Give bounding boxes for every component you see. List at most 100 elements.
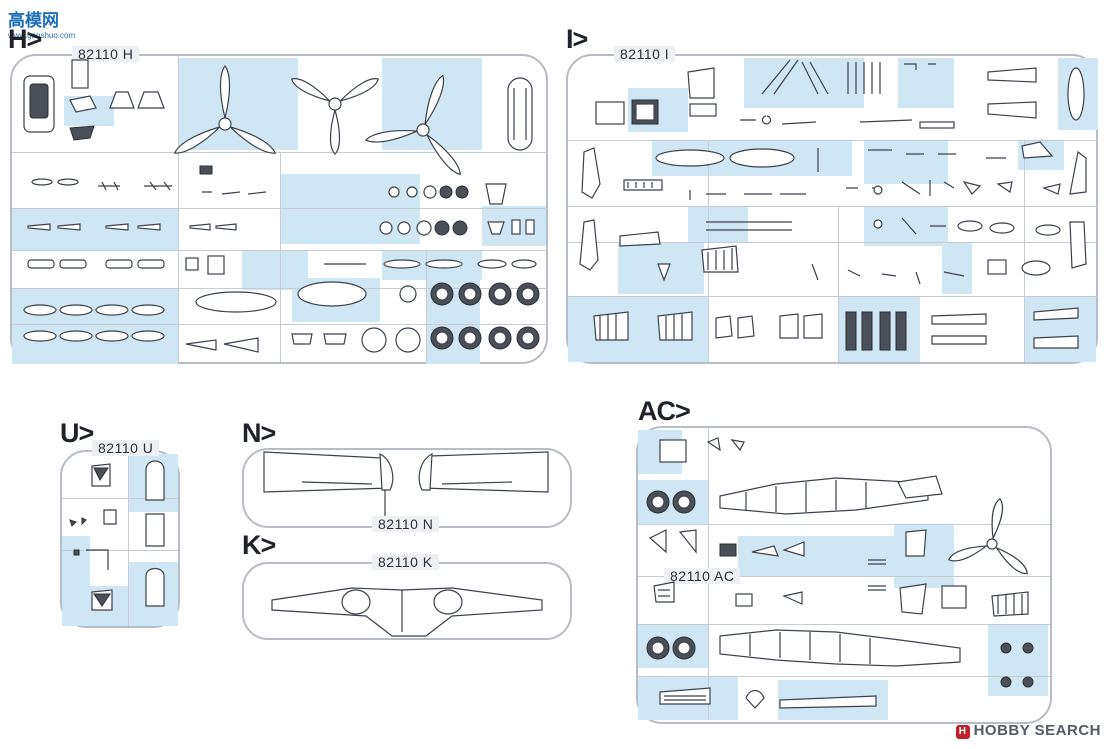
part-small [811,263,965,285]
part-tailfin [1069,150,1087,195]
part-small-wheel [1000,676,1012,688]
part-frame [941,585,967,609]
part-panel-line [301,481,373,485]
part-rudder-lines [665,314,683,340]
part-frame-ribs [749,632,871,664]
part-drop [1035,224,1061,236]
sprue-runner [62,550,178,551]
brand-mark-icon: H [955,725,970,739]
sprue-h-letter: H> [8,24,42,54]
sprue-runner [1024,140,1025,362]
site-watermark-logo: 高模网 www.gaoshuo.com [8,6,75,40]
part-exhaust [653,581,675,603]
part-seat [137,91,165,109]
sprue-runner [638,676,1050,677]
part-canopy [145,567,165,607]
part-box [735,593,753,607]
part-row-flaps [27,255,537,275]
part-disc [399,285,417,303]
part-windscreen [103,509,117,525]
part-brackets [706,437,745,452]
sprue-runner [568,296,1098,297]
sprue-ac-cell [988,624,1048,696]
part-pins [901,180,955,196]
propeller-three-blade [364,74,461,176]
part-fairing [1021,141,1054,159]
part-teardrop [745,689,765,709]
part-grill-lines [997,594,1023,614]
part-spinner [361,327,387,353]
part-small-clear [69,517,87,527]
sprue-i-cell [942,242,972,294]
sprue-i-cell [1024,296,1096,362]
part-engine-mount [897,475,943,499]
part-panels [715,315,755,339]
part-wing-tips [648,529,697,554]
part-radiator-grill [623,179,663,191]
part-panels [779,313,823,339]
part-grills [1033,307,1079,349]
part-brackets [962,181,1061,195]
part-row-drop-tanks [23,304,165,342]
part-canopy [145,460,165,501]
part-grill-lines [707,248,733,270]
part-rudder [657,311,693,341]
part-box [987,259,1007,275]
sprue-runner [568,242,1098,243]
sprue-k-parts [271,587,543,637]
part-strip [706,221,792,231]
part-spike [657,263,671,282]
part-strips [868,559,886,591]
sprue-k-code: 82110 K [372,554,439,570]
sprue-u-code: 82110 U [92,440,160,456]
part-tailfin [1069,221,1087,269]
sprue-ac-frame [636,426,1052,724]
part-frame-inner [635,103,655,121]
sprue-runner [426,250,427,362]
part-wing-panels [987,67,1037,119]
part-small [689,187,880,200]
part-wheel-well [433,589,463,615]
sprue-ac-code: 82110 AC [664,568,741,584]
sprue-i-cell [864,140,948,184]
site-watermark-url: www.gaoshuo.com [8,31,76,40]
part-canopy-frame [93,467,109,481]
part-canopy-mount [418,452,433,491]
sprue-runner [280,152,281,362]
part-wheel-well [341,589,371,615]
sprue-i-letter: I> [566,24,588,54]
sprue-runner [178,56,179,362]
part-fuel-tank [195,291,277,313]
part-radiator [291,333,347,345]
part-rudder [593,311,629,341]
part-tailfin [579,219,599,271]
part-rod [86,549,109,570]
part-cowl [1021,260,1051,276]
part-row-wheels-small [379,183,535,236]
part-panel [687,67,715,99]
part-small-wheel [1022,642,1034,654]
part-tailfin [581,147,601,199]
sprue-runner [128,452,129,626]
sprue-k-letter: K> [242,530,276,560]
part-canopy-side [145,513,165,547]
sprue-u-cell [62,536,90,586]
part-strut [779,695,877,709]
sprue-i-parts [579,59,1087,351]
propeller-three-blade [173,64,277,154]
part-canopy-mount [379,452,394,491]
part-engine-block [507,77,533,151]
part-small [740,115,913,125]
part-rods [847,62,881,94]
part-tires [430,282,540,350]
part-frame-ribs [745,480,867,512]
part-panel [71,59,89,89]
sprue-n-letter: N> [242,418,276,448]
part-rudder-lines [599,314,617,340]
sprue-u-parts [69,460,165,611]
sprue-n-code: 82110 N [372,516,440,532]
sprue-h-code: 82110 H [72,46,140,62]
part-row-struts [27,223,237,231]
part-frame [659,439,687,463]
part-ladder-struts [761,59,829,95]
